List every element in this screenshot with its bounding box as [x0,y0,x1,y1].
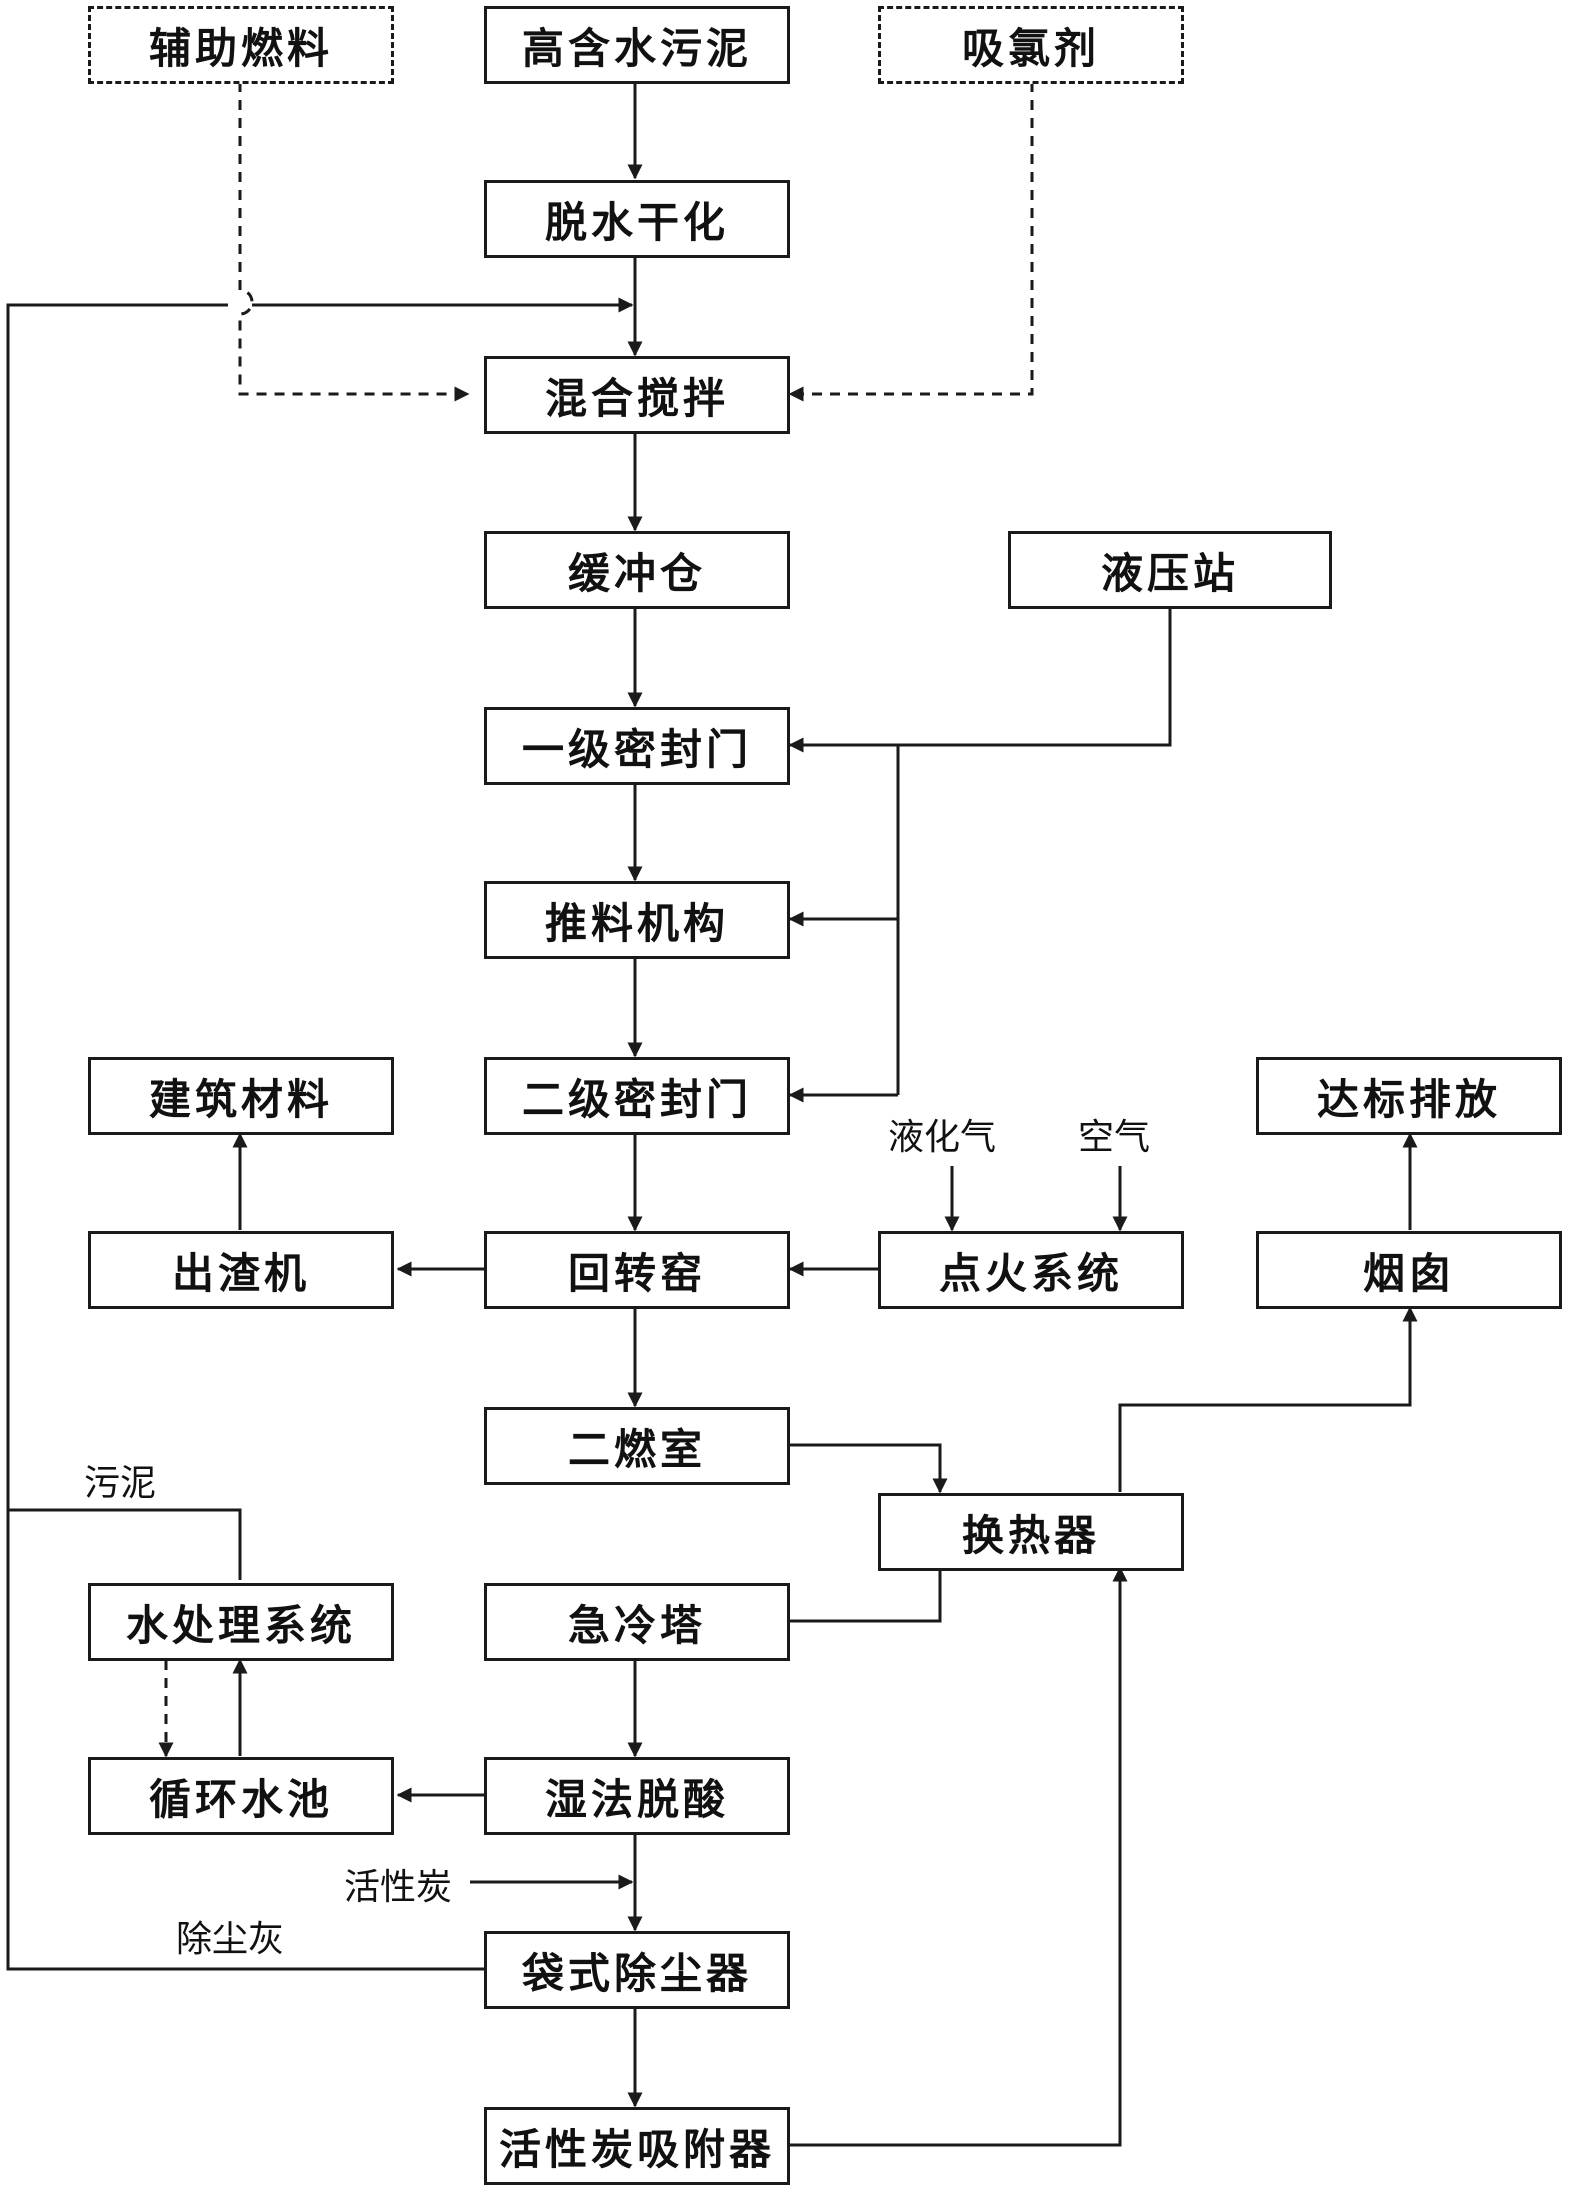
node-secondary: 二燃室 [484,1407,790,1485]
node-slag: 出渣机 [88,1231,394,1309]
node-carbon-adsorber: 活性炭吸附器 [484,2107,790,2185]
node-sludge: 高含水污泥 [484,6,790,84]
node-chlorine-absorber: 吸氯剂 [878,6,1184,84]
node-exchanger: 换热器 [878,1493,1184,1571]
node-water-treat: 水处理系统 [88,1583,394,1661]
node-kiln: 回转窑 [484,1231,790,1309]
node-dewater: 脱水干化 [484,180,790,258]
arrow-chlorine-mix [788,82,1034,402]
node-aux-fuel: 辅助燃料 [88,6,394,84]
line-exchanger-quench [790,1568,942,1623]
arrow-auxfuel-mix [238,82,470,402]
line-watertreat-sludge [8,1508,242,1580]
node-wet-acid: 湿法脱酸 [484,1757,790,1835]
node-hydraulic: 液压站 [1008,531,1332,609]
return-loop [6,303,484,1971]
label-air: 空气 [1078,1117,1151,1158]
node-chimney: 烟囱 [1256,1231,1562,1309]
label-lpg: 液化气 [888,1117,997,1158]
node-quench: 急冷塔 [484,1583,790,1661]
node-pusher: 推料机构 [484,881,790,959]
label-dust-ash: 除尘灰 [176,1919,285,1960]
node-mix: 混合搅拌 [484,356,790,434]
node-building: 建筑材料 [88,1057,394,1135]
hydraulic-line [898,608,1172,747]
node-ignition: 点火系统 [878,1231,1184,1309]
node-bag-filter: 袋式除尘器 [484,1931,790,2009]
node-standard: 达标排放 [1256,1057,1562,1135]
arrow-secondary-exchanger [786,1443,948,1494]
node-pool: 循环水池 [88,1757,394,1835]
arrow-adsorber-exchanger [790,1566,1128,2147]
label-activated-carbon: 活性炭 [344,1867,453,1908]
label-sludge-return: 污泥 [84,1463,157,1504]
node-seal2: 二级密封门 [484,1057,790,1135]
node-buffer: 缓冲仓 [484,531,790,609]
node-seal1: 一级密封门 [484,707,790,785]
arrow-exchanger-chimney [1118,1306,1418,1492]
